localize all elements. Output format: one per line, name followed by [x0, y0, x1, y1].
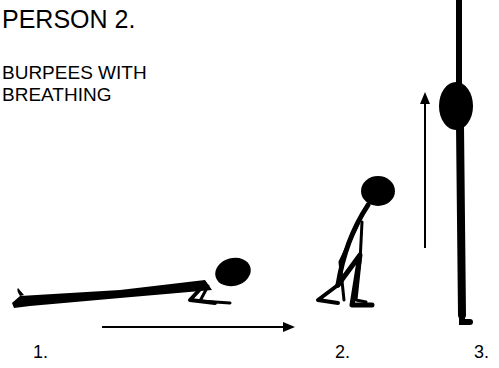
exercise-subtitle: BURPEES WITH BREATHING [2, 62, 202, 106]
squat-figure [318, 176, 395, 305]
step-number: 2. [335, 343, 350, 363]
step-number: 1. [33, 343, 48, 363]
plank-figure [12, 254, 254, 308]
standing-figure [439, 0, 473, 322]
step-number: 3. [474, 343, 489, 363]
motion-arrow [420, 92, 430, 248]
motion-arrow [102, 322, 295, 332]
diagram-title: PERSON 2. [2, 6, 135, 34]
